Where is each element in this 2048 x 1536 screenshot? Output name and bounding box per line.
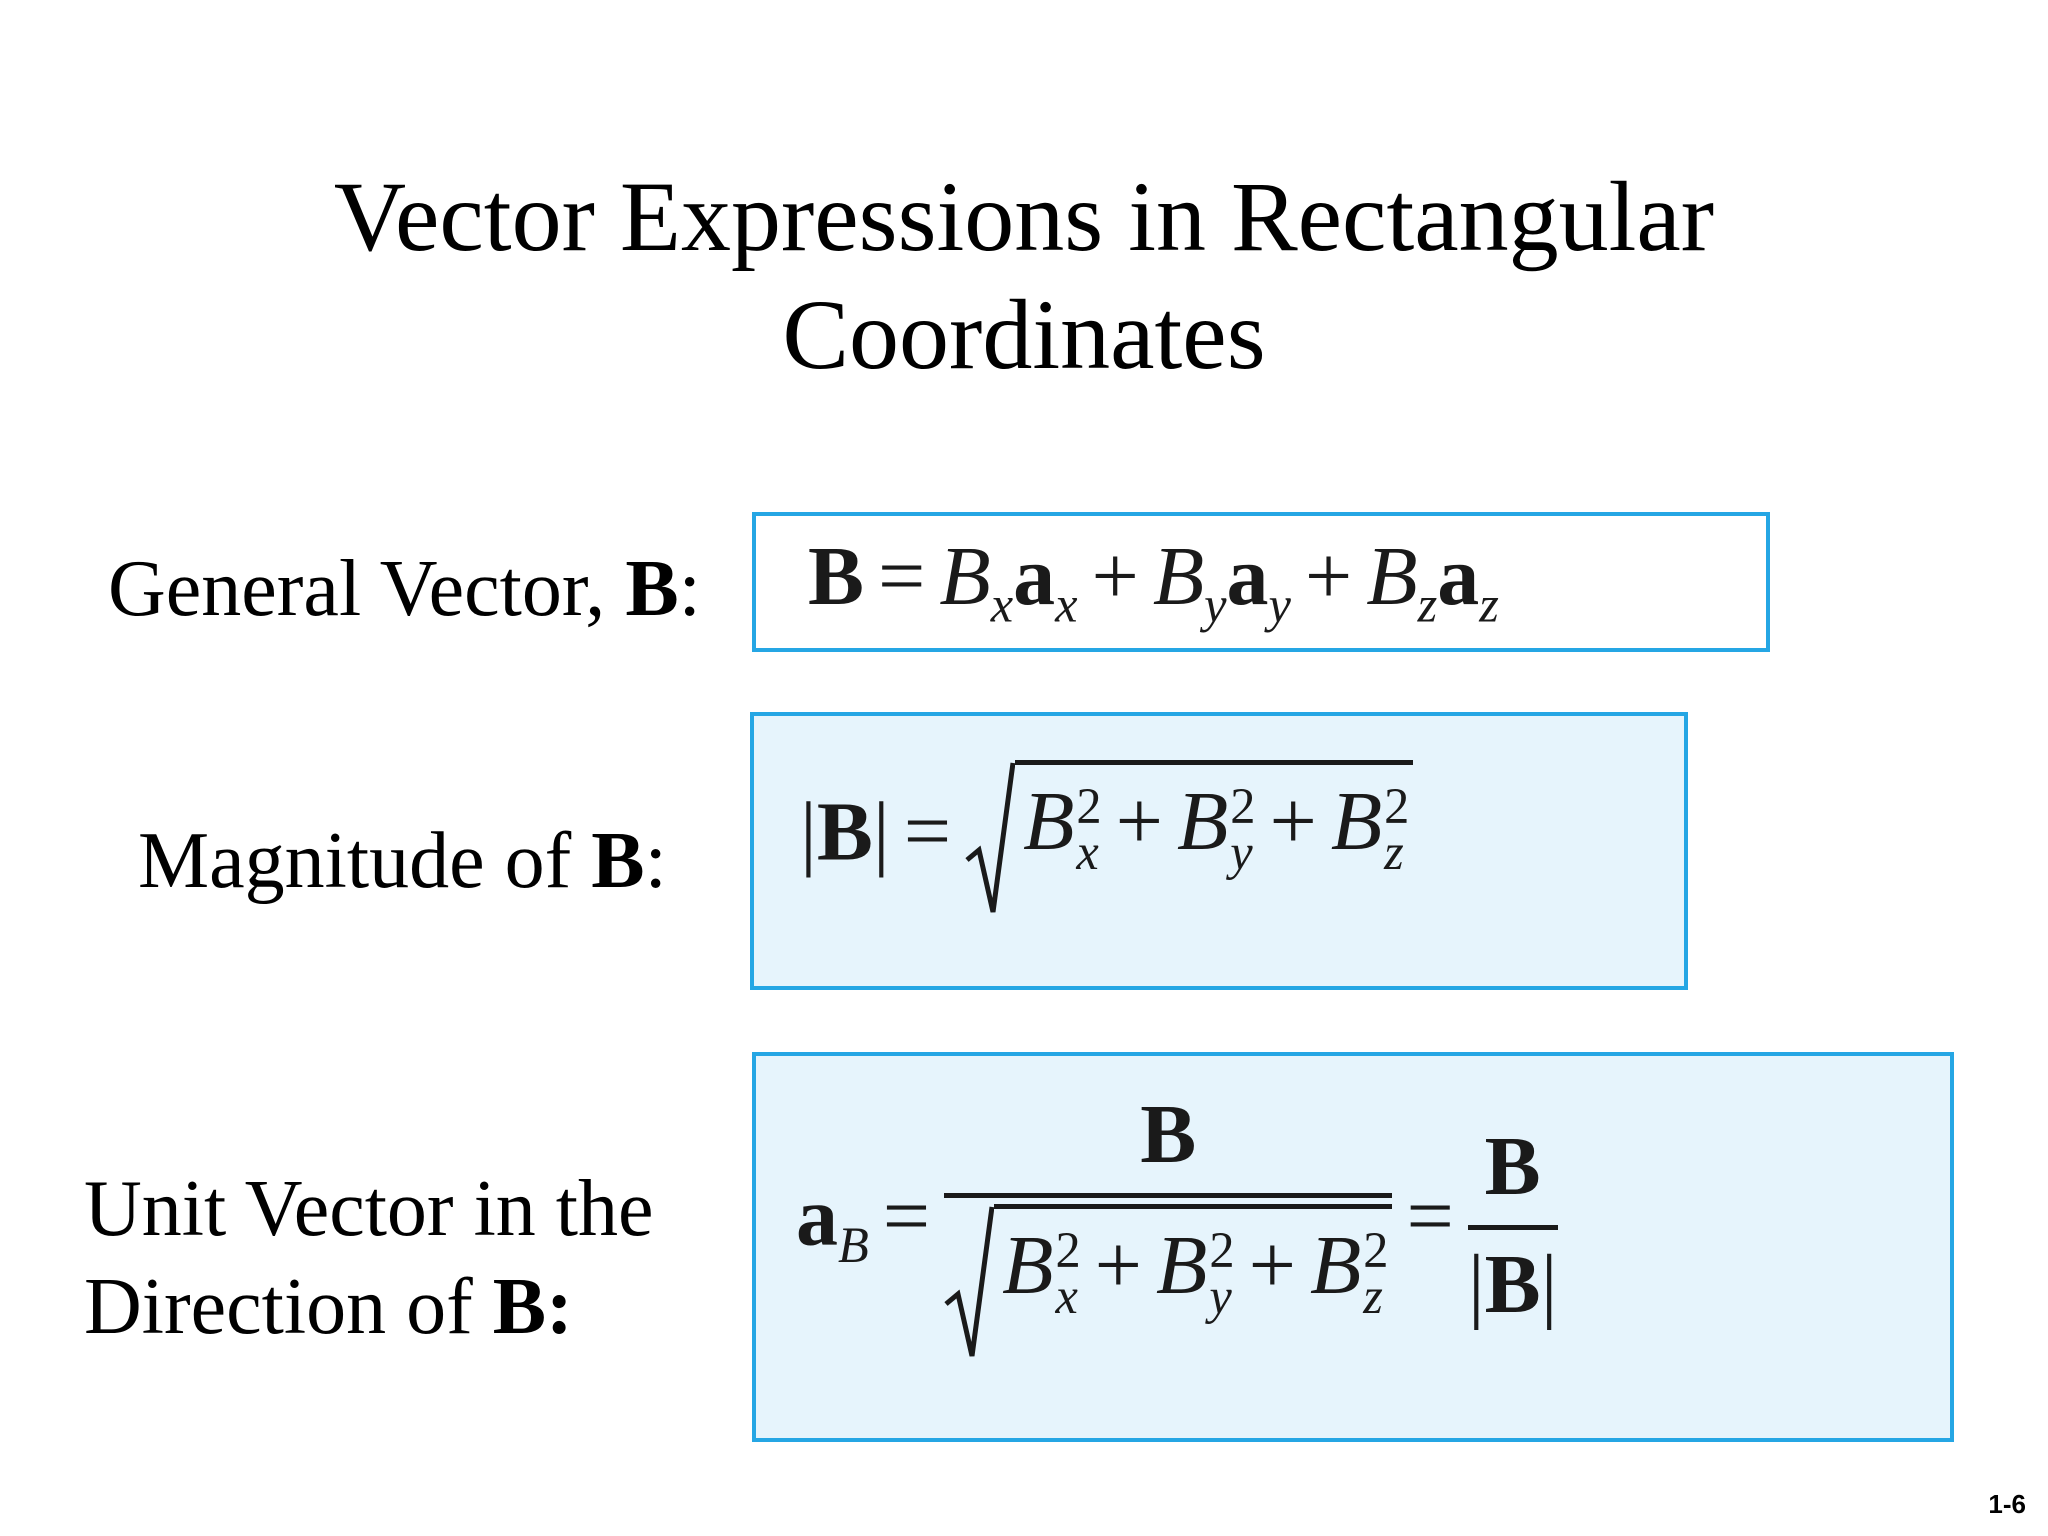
general-vector-formula: B=Bxax+Byay+Bzaz: [808, 528, 1499, 634]
component-b: B: [1152, 530, 1205, 623]
subscript-y: y: [1268, 576, 1291, 633]
subscript-z: z: [1417, 576, 1438, 633]
title-line-1: Vector Expressions in Rectangular: [333, 161, 1715, 272]
subscript-y: y: [1204, 576, 1227, 633]
fraction-bar: [944, 1193, 1393, 1198]
subscript-z: z: [1384, 823, 1404, 880]
magnitude-formula-box: [750, 712, 1688, 990]
exponent-2: 2: [1209, 1222, 1235, 1279]
general-vector-label-bold: B: [625, 545, 679, 633]
exponent-2: 2: [1363, 1222, 1389, 1279]
exponent-2: 2: [1384, 778, 1410, 835]
subscript-x: x: [1055, 1267, 1078, 1324]
unit-vector-a: a: [1013, 530, 1056, 623]
exponent-2: 2: [1230, 778, 1256, 835]
subscript-x: x: [1055, 576, 1078, 633]
numerator: B: [1485, 1118, 1541, 1225]
plus-sign: +: [1094, 1219, 1143, 1312]
vector-b: B: [1484, 1119, 1541, 1213]
subscript-y: y: [1209, 1267, 1232, 1324]
subscript-x: x: [1076, 823, 1099, 880]
component-b: B: [1156, 1219, 1208, 1312]
magnitude-label-colon: :: [644, 817, 667, 905]
vector-b: B: [1484, 1237, 1541, 1331]
denominator: |B|: [1468, 1230, 1558, 1333]
unit-vector-a: a: [1226, 530, 1269, 623]
component-b: B: [1309, 1219, 1362, 1312]
component-b: B: [1366, 530, 1418, 623]
abs-bar-left: |: [800, 785, 817, 879]
unit-vector-label-line-2: Direction of B:: [84, 1258, 654, 1356]
subscript-y: y: [1230, 823, 1253, 880]
title-line-2: Coordinates: [782, 279, 1266, 390]
unit-vector-label-line-1: Unit Vector in the: [84, 1165, 654, 1253]
vector-b: B: [816, 785, 873, 879]
component-b: B: [1176, 775, 1229, 868]
unit-vector-a: a: [796, 1170, 838, 1264]
subscript-z: z: [1363, 1267, 1383, 1324]
abs-bar-right: |: [1540, 1237, 1558, 1331]
subscript-z: z: [1479, 576, 1499, 633]
unit-vector-label: Unit Vector in the Direction of B:: [84, 1160, 654, 1356]
fraction-bar: [1467, 1224, 1558, 1230]
equals-sign: =: [878, 530, 926, 623]
subscript-b: B: [838, 1216, 869, 1273]
unit-vector-a: a: [1437, 530, 1480, 623]
slide-title: Vector Expressions in Rectangular Coordi…: [0, 158, 2048, 394]
plus-sign: +: [1115, 775, 1163, 868]
component-b: B: [1330, 775, 1383, 868]
unit-vector-label-line-2-bold: B:: [492, 1263, 573, 1351]
equals-sign: =: [1406, 1170, 1454, 1264]
exponent-2: 2: [1076, 778, 1102, 835]
plus-sign: +: [1248, 1219, 1296, 1312]
unit-vector-label-line-2-text: Direction of: [84, 1263, 493, 1351]
component-b: B: [1023, 775, 1075, 868]
fraction-abs: B|B|: [1467, 1118, 1558, 1333]
unit-vector-formula-box: [752, 1052, 1954, 1442]
radical-sign-icon: [944, 1206, 995, 1357]
numerator: B: [1140, 1086, 1196, 1193]
vector-b: B: [808, 530, 865, 623]
vector-b: B: [1140, 1088, 1197, 1181]
magnitude-label: Magnitude of B:: [138, 812, 667, 910]
equals-sign: =: [882, 1170, 931, 1264]
radical-sign-icon: [965, 762, 1016, 913]
plus-sign: +: [1304, 530, 1353, 623]
general-vector-formula-box: [752, 512, 1770, 652]
equals-sign: =: [903, 785, 952, 879]
page-number: 1-6: [1988, 1489, 2026, 1519]
general-vector-label-colon: :: [678, 545, 701, 633]
component-b: B: [939, 530, 991, 623]
exponent-2: 2: [1055, 1222, 1081, 1279]
plus-sign: +: [1269, 775, 1317, 868]
abs-bar-left: |: [1467, 1237, 1485, 1331]
general-vector-label: General Vector, B:: [108, 540, 701, 638]
magnitude-label-text: Magnitude of: [138, 817, 592, 905]
component-b: B: [1002, 1219, 1054, 1312]
abs-bar-right: |: [872, 785, 890, 879]
plus-sign: +: [1091, 530, 1139, 623]
general-vector-label-text: General Vector,: [108, 545, 626, 633]
magnitude-label-bold: B: [591, 817, 645, 905]
subscript-x: x: [990, 576, 1014, 633]
